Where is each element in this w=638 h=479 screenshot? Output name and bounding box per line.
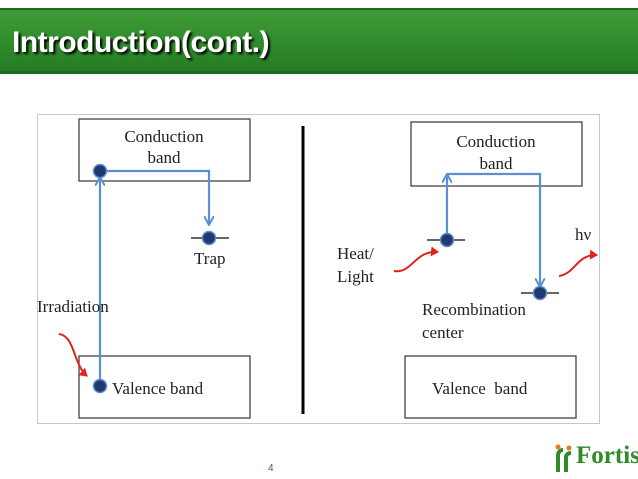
left-valence-electron (92, 378, 108, 394)
recombination-label-2: center (422, 323, 464, 342)
recombination-label-1: Recombination (422, 300, 526, 319)
heat-light-label-2: Light (337, 267, 374, 286)
right-conduction-label-2: band (479, 154, 513, 173)
title-bar: Introduction(cont.) (0, 8, 638, 74)
fortis-logo: Fortis (550, 442, 638, 474)
diagram-frame (37, 114, 600, 424)
fortis-logo-text: Fortis (576, 442, 638, 469)
slide-title: Introduction(cont.) (12, 26, 270, 59)
heat-light-red-arrow (393, 246, 439, 273)
left-conduction-band-box (78, 118, 251, 182)
right-conduction-label-1: Conduction (456, 132, 536, 151)
irradiation-red-arrow (58, 333, 88, 377)
recombination-center-dot (532, 285, 548, 301)
right-valence-label: Valence band (432, 379, 528, 398)
photon-label: hν (575, 225, 592, 244)
left-valence-label: Valence band (112, 379, 204, 398)
recombination-arrow (447, 172, 540, 286)
slide-number: 4 (268, 463, 274, 474)
photon-red-arrow (558, 249, 598, 277)
left-conduction-label-1: Conduction (124, 127, 204, 146)
irradiation-label: Irradiation (37, 297, 109, 316)
left-trap-arrow (100, 169, 209, 224)
left-conduction-electron (92, 163, 108, 179)
left-valence-band-box (78, 355, 251, 419)
left-conduction-label-2: band (147, 148, 181, 167)
fortis-leaf-icon (555, 444, 572, 472)
right-trap-electron (439, 232, 455, 248)
band-diagram: Conduction band Valence band Trap Irradi… (37, 114, 600, 424)
trap-electron (201, 230, 217, 246)
right-valence-band-box (404, 355, 577, 419)
heat-light-label-1: Heat/ (337, 244, 374, 263)
right-conduction-band-box (410, 121, 583, 187)
trap-label: Trap (194, 249, 226, 268)
